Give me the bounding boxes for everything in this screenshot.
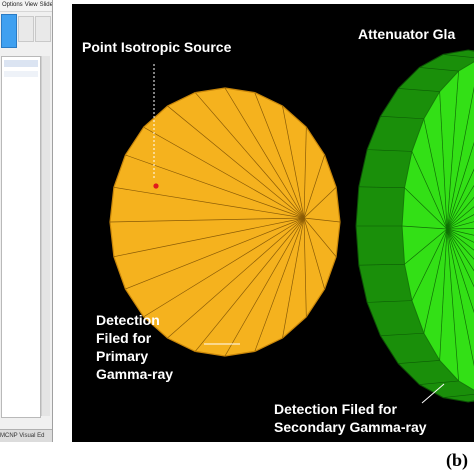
attenuator-mesh-line [446, 228, 474, 367]
primary-label-line: Filed for [96, 330, 152, 346]
detector-mesh-line [282, 105, 305, 219]
attenuator-mesh-line [446, 228, 474, 230]
detector-mesh-line [125, 154, 305, 219]
menu-item-view[interactable]: View [24, 2, 38, 8]
detector-mesh-line [303, 217, 337, 257]
detector-mesh-line [254, 92, 305, 219]
attenuator-mesh-line [446, 228, 474, 314]
attenuator-edge-line [367, 149, 412, 152]
attenuator-edge-line [358, 263, 405, 266]
attenuator-edge-line [380, 115, 424, 120]
detector-mesh-line [303, 217, 307, 317]
attenuator-mesh-line [401, 225, 448, 230]
detector-mesh-line [125, 217, 305, 290]
attenuator-face [401, 61, 474, 391]
panel-letter: (b) [446, 450, 468, 470]
secondary-detection-label: Detection Filed for Secondary Gamma-ray [274, 400, 427, 436]
attenuator-mesh-line [439, 91, 448, 230]
attenuator-mesh-line [439, 228, 448, 361]
simulation-view: Point Isotropic Source Attenuator Gla De… [72, 4, 474, 442]
status-bar: MCNP Visual Ed [0, 429, 52, 442]
detector-mesh-line [303, 127, 307, 219]
list-panel[interactable] [1, 56, 41, 418]
primary-detection-label: Detection Filed for Primary Gamma-ray [96, 311, 173, 383]
attenuator-mesh-line [423, 118, 448, 230]
attenuator-mesh-line [404, 228, 448, 265]
attenuator-mesh-line [446, 196, 474, 230]
attenuator-edge-line [358, 186, 405, 189]
detector-mesh-line [167, 105, 305, 219]
detector-mesh-line [167, 217, 305, 339]
detector-mesh-line [303, 154, 325, 219]
secondary-leader-line [421, 383, 445, 404]
point-source-dot [153, 183, 159, 189]
primary-label-line: Primary [96, 348, 149, 364]
attenuator-mesh-line [446, 184, 474, 230]
attenuator-edge-line [380, 332, 424, 337]
toolbar-slot[interactable] [18, 16, 34, 42]
vertical-scrollbar[interactable] [41, 56, 50, 416]
attenuator-mesh-line [404, 187, 448, 230]
attenuator-mesh-line [446, 228, 474, 272]
source-label: Point Isotropic Source [82, 39, 232, 55]
detector-mesh-line [194, 92, 305, 219]
attenuator-edge-line [419, 67, 459, 72]
attenuator-mesh-line [446, 228, 459, 381]
attenuator-edge-line [367, 300, 412, 303]
primary-label-line: Detection [96, 312, 160, 328]
attenuator-mesh-line [446, 221, 474, 230]
detector-mesh-line [113, 186, 305, 219]
detector-mesh-line [303, 217, 341, 223]
menu-item-slide[interactable]: Slide [39, 2, 53, 8]
attenuator-mesh-line [446, 228, 474, 260]
attenuator-label: Attenuator Gla [358, 26, 456, 42]
attenuator-mesh-line [446, 214, 474, 230]
list-item[interactable] [4, 71, 38, 77]
detector-mesh-line [113, 217, 305, 258]
attenuator-mesh-line [446, 206, 474, 230]
attenuator-edge-line [398, 88, 440, 92]
detector-mesh-line [109, 217, 305, 223]
list-item[interactable] [4, 60, 38, 67]
detector-mesh-line [143, 126, 305, 219]
detector-mesh-line [224, 87, 305, 219]
attenuator-edge-line [398, 360, 440, 364]
attenuator-mesh-line [446, 228, 474, 243]
detector-mesh-line [303, 217, 325, 290]
attenuator-mesh-line [446, 228, 474, 236]
detector-mesh-line [143, 217, 305, 318]
attenuator-mesh-line [423, 228, 448, 334]
attenuator-mesh-line [446, 168, 474, 230]
detector-mesh-line [282, 217, 305, 339]
attenuator-mesh-line [446, 228, 474, 288]
attenuator-mesh-line [411, 228, 448, 301]
attenuator-mesh-line [446, 141, 474, 230]
menu-item-options[interactable]: Options [2, 2, 23, 8]
toolbar-slot[interactable] [35, 16, 51, 42]
attenuator-mesh-line [411, 151, 448, 230]
secondary-label-line: Secondary Gamma-ray [274, 419, 427, 435]
attenuator-mesh-line [446, 71, 459, 230]
detector-mesh-line [303, 187, 337, 219]
secondary-label-line: Detection Filed for [274, 401, 397, 417]
geometry-canvas [109, 49, 474, 404]
primary-label-line: Gamma-ray [96, 366, 174, 382]
attenuator-mesh-line [446, 228, 474, 251]
detector-mesh-line [224, 217, 305, 357]
attenuator-edge-line [419, 380, 459, 385]
attenuator-mesh-line [446, 86, 474, 230]
detector-mesh-line [254, 217, 305, 352]
toolbar-preview-thumbnail[interactable] [1, 14, 17, 48]
detector-mesh-line [194, 217, 305, 352]
